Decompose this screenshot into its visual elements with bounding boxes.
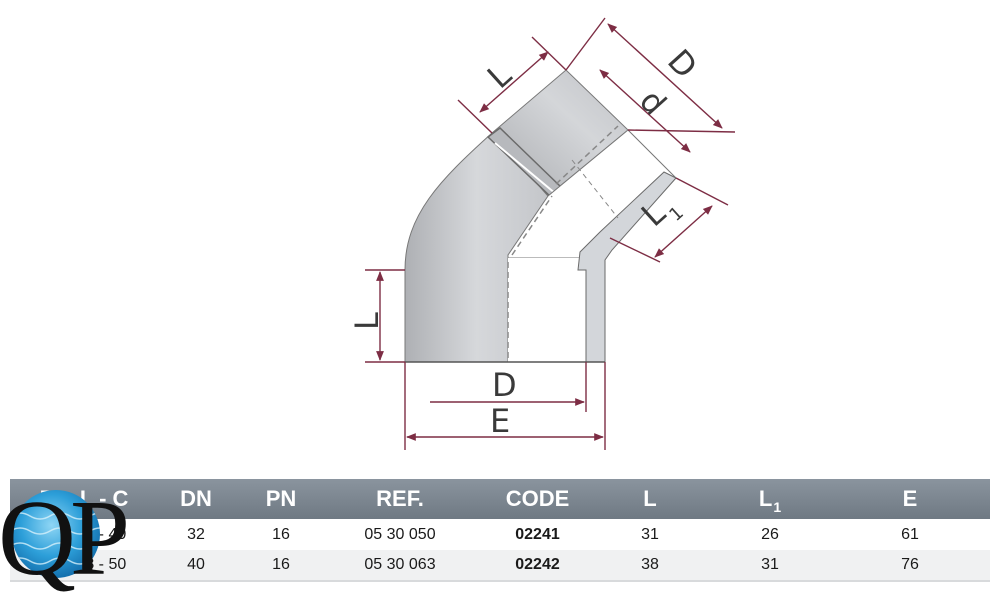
logo-text: QP (0, 479, 126, 593)
spec-table: D x L - C DN PN REF. CODE L L1 E 32 x 31… (10, 479, 990, 583)
cell-dn: 40 (187, 556, 205, 573)
dimension-lines (365, 17, 736, 450)
socket-section (405, 125, 677, 363)
header-e: E (902, 486, 918, 511)
dim-label-l-top: L (480, 56, 519, 96)
cell-l1: 31 (761, 556, 779, 573)
cell-ref: 05 30 050 (364, 526, 436, 543)
cell-e: 76 (901, 556, 919, 573)
cell-l: 31 (641, 526, 659, 543)
header-l1-main: L (758, 486, 773, 511)
cell-pn: 16 (272, 526, 290, 543)
header-l1: L1 (705, 479, 835, 519)
table-header: D x L - C DN PN REF. CODE L L1 E (10, 479, 990, 519)
elbow-body (404, 69, 629, 363)
cell-ref: 05 30 063 (364, 556, 436, 573)
dim-label-d-outer-top: D (660, 42, 705, 86)
header-dn: DN (180, 486, 212, 511)
fitting-drawing: L d D L 1 L D E (348, 17, 736, 450)
cell-l: 38 (641, 556, 659, 573)
header-l1-subscript: 1 (773, 499, 782, 515)
header-code: CODE (505, 486, 570, 511)
cell-code: 02241 (515, 526, 560, 543)
cell-pn: 16 (272, 556, 290, 573)
dim-label-d-inner: d (632, 82, 674, 123)
header-l: L (643, 486, 657, 511)
water-ripple-icon (12, 490, 100, 578)
header-pn: PN (265, 486, 297, 511)
cell-l1: 26 (761, 526, 779, 543)
dim-label-e: E (490, 402, 510, 440)
header-ref: REF. (376, 486, 424, 511)
cell-e: 61 (901, 526, 919, 543)
qp-logo: QP (0, 479, 132, 593)
cell-code: 02242 (515, 556, 560, 573)
dim-label-d-bottom: D (492, 366, 517, 404)
dim-label-l-left: L (348, 312, 386, 330)
cell-dn: 32 (187, 526, 205, 543)
